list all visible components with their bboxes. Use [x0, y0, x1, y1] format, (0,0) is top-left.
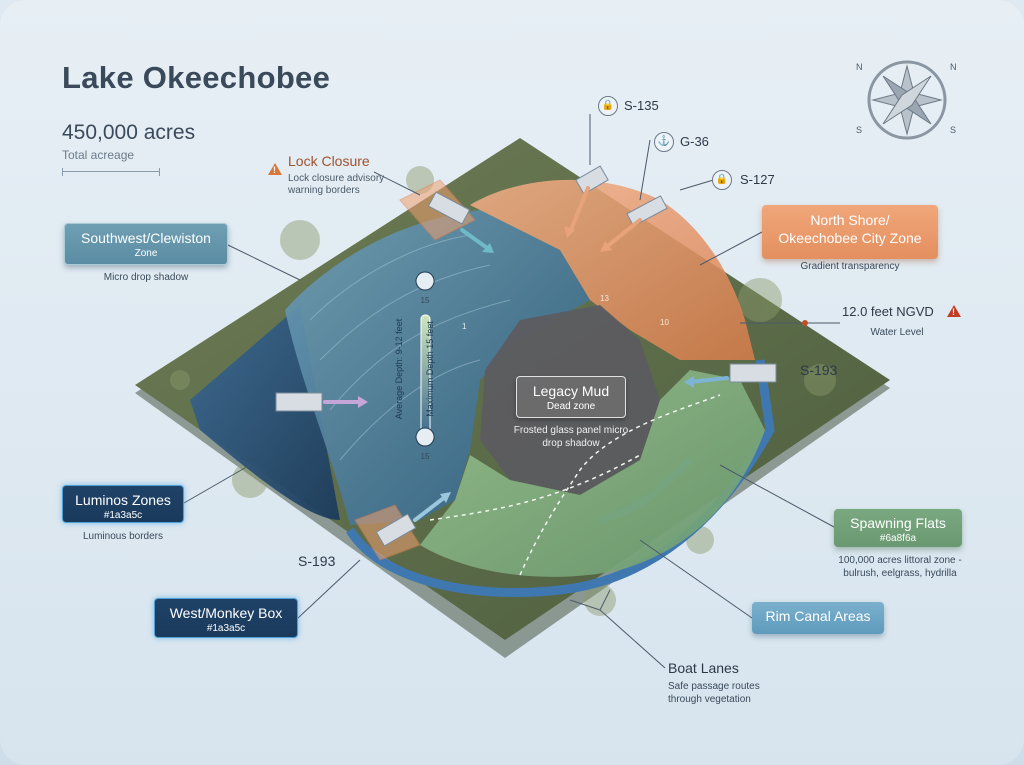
zone-west-subtitle: #1a3a5c	[206, 623, 246, 634]
depth-gauge-top: 15	[420, 296, 430, 305]
zone-luminos-title: Luminos Zones	[75, 492, 171, 508]
water-level-label: Water Level	[870, 327, 924, 338]
zone-luminos-note: Luminous borders	[82, 531, 164, 542]
svg-text:N: N	[950, 62, 957, 72]
depth-mark: 1	[462, 322, 467, 331]
water-level-value: 12.0 feet NGVD	[842, 304, 934, 319]
flow-arrowheads	[358, 226, 694, 503]
depth-pin-bottom	[415, 427, 435, 447]
zone-southwest-subtitle: Zone	[134, 248, 158, 259]
zone-west-pill[interactable]: West/Monkey Box #1a3a5c	[154, 598, 298, 638]
depth-pin-top	[415, 271, 435, 291]
svg-text:S: S	[950, 125, 956, 135]
depth-mark: 13	[600, 294, 609, 303]
zone-legacy-mud-note: Frosted glass panel micro drop shadow	[513, 425, 629, 449]
boat-lanes	[429, 394, 721, 576]
spawning-flats-zone	[420, 370, 765, 577]
north-shore-zone	[470, 179, 755, 360]
water-level-dot	[802, 320, 808, 326]
structure-g36-label[interactable]: G-36	[680, 134, 709, 149]
zone-legacy-mud-pill[interactable]: Legacy Mud Dead zone	[516, 376, 626, 418]
boat-lanes-note: Safe passage routes through vegetation	[668, 681, 760, 705]
flow-arrows	[323, 186, 729, 522]
lock-closure-subtitle: Lock closure advisory warning borders	[288, 173, 385, 196]
boat-icon[interactable]: ⚓	[654, 132, 674, 152]
zone-north-shore-pill[interactable]: North Shore/ Okeechobee City Zone	[762, 205, 938, 259]
zone-west-title: West/Monkey Box	[169, 605, 283, 621]
zone-spawning-subtitle: #6a8f6a	[879, 533, 917, 544]
zone-rim-canal-title: Rim Canal Areas	[765, 608, 871, 624]
zone-southwest-title: Southwest/Clewiston	[81, 230, 211, 246]
compass-labels: N N S S	[856, 62, 957, 135]
zone-spawning-note: 100,000 acres littoral zone - bulrush, e…	[838, 555, 962, 579]
structure-s193-east-label[interactable]: S-193	[800, 362, 838, 378]
zone-north-shore-note: Gradient transparency	[800, 261, 900, 272]
acreage-scale-rule	[62, 168, 160, 176]
total-acreage-value: 450,000 acres	[62, 121, 196, 144]
zone-north-shore-title: North Shore/ Okeechobee City Zone	[778, 212, 922, 246]
depth-maximum-text: Maximum Depth 15 feet	[424, 321, 435, 417]
zone-rim-canal-pill[interactable]: Rim Canal Areas	[752, 602, 884, 634]
total-acreage-label: Total acreage	[62, 148, 135, 162]
zone-legacy-mud-subtitle: Dead zone	[546, 401, 596, 412]
structure-gates	[275, 165, 777, 547]
compass-rose	[867, 60, 947, 140]
boat-lanes-title: Boat Lanes	[668, 660, 739, 676]
zone-southwest-note: Micro drop shadow	[103, 272, 189, 283]
zone-spawning-pill[interactable]: Spawning Flats #6a8f6a	[834, 509, 962, 547]
zone-luminos-pill[interactable]: Luminos Zones #1a3a5c	[62, 485, 184, 523]
lock-closure-title: Lock Closure	[288, 153, 370, 169]
water-contours	[309, 234, 511, 461]
structure-s135-label[interactable]: S-135	[624, 98, 659, 113]
zone-luminos-subtitle: #1a3a5c	[103, 510, 143, 521]
lock-icon[interactable]: 🔒	[712, 170, 732, 190]
warning-icon: !	[947, 305, 961, 317]
svg-text:N: N	[856, 62, 863, 72]
main-water	[285, 210, 590, 525]
zone-southwest-pill[interactable]: Southwest/Clewiston Zone	[64, 223, 228, 265]
svg-text:S: S	[856, 125, 862, 135]
warning-icon: !	[268, 163, 282, 175]
zone-spawning-title: Spawning Flats	[850, 515, 946, 531]
depth-mark: 10	[660, 318, 669, 327]
structure-s193-west-label[interactable]: S-193	[298, 553, 336, 569]
page-title: Lake Okeechobee	[62, 60, 331, 95]
zone-legacy-mud-title: Legacy Mud	[532, 383, 610, 399]
lock-icon[interactable]: 🔒	[598, 96, 618, 116]
depth-average-text: Average Depth: 9-12 feet	[394, 318, 405, 420]
structure-s127-label[interactable]: S-127	[740, 172, 775, 187]
depth-gauge-bottom: 15	[420, 452, 430, 461]
